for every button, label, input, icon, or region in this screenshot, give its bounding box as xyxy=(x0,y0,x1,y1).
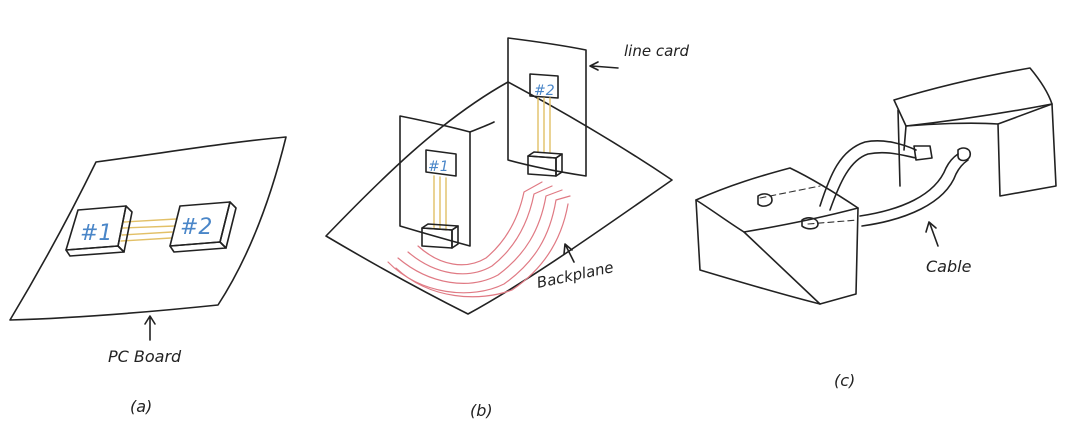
panel-c-caption: (c) xyxy=(834,371,855,390)
backplane-traces xyxy=(387,181,571,298)
left-box xyxy=(695,167,859,305)
pc-board-arrow xyxy=(144,315,156,341)
pc-board-outline xyxy=(9,136,287,321)
line-card-arrow xyxy=(589,61,619,71)
chip-1-label: #1 xyxy=(80,221,112,246)
card-1-chip-label: #1 xyxy=(428,159,449,175)
panel-a-caption: (a) xyxy=(130,397,152,416)
right-box xyxy=(893,67,1057,197)
cable-arrow xyxy=(925,221,939,247)
panel-c: Cable (c) xyxy=(695,67,1057,390)
backplane-arrow xyxy=(563,243,575,263)
cable-label: Cable xyxy=(926,257,972,276)
pc-board-label: PC Board xyxy=(108,347,182,366)
panel-b-caption: (b) xyxy=(470,401,493,420)
cables xyxy=(759,140,972,227)
panel-b: #1 #2 line card Backplane (b) xyxy=(325,37,689,420)
backplane-outline xyxy=(325,81,673,315)
line-card-2: #2 xyxy=(507,37,587,177)
line-card-1: #1 xyxy=(399,115,495,249)
chip-interconnect-traces xyxy=(120,218,177,242)
backplane-label: Backplane xyxy=(535,258,615,292)
chip-2: #2 xyxy=(169,201,237,253)
line-card-label: line card xyxy=(624,42,689,60)
chip-2-label: #2 xyxy=(180,215,212,240)
card-2-chip-label: #2 xyxy=(534,83,555,99)
chip-1: #1 xyxy=(65,205,133,257)
panel-a: #1 #2 PC Board (a) xyxy=(9,136,287,416)
